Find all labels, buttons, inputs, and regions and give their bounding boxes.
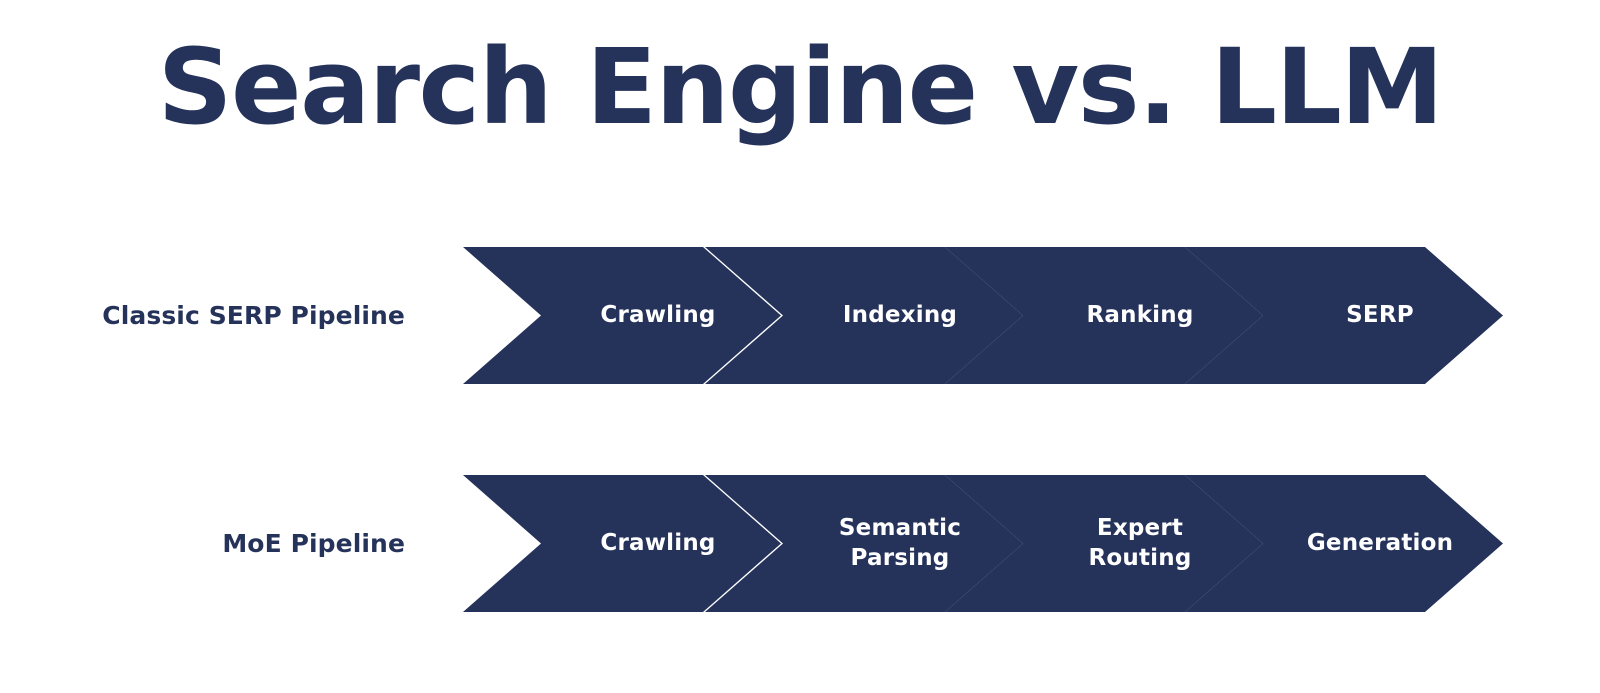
chevron-step-label: Crawling [600, 301, 716, 328]
chevron-step-label: Crawling [600, 529, 716, 556]
chevron-track-classic-serp: Crawling Indexing Ranking SERP [463, 247, 1523, 384]
chevron-step-indexing[interactable]: Indexing [705, 247, 1023, 384]
pipeline-row-moe: MoE Pipeline Crawling Semantic Parsing E… [0, 475, 1600, 612]
chevron-step-label: Semantic Parsing [838, 515, 962, 571]
chevron-step-label: Expert Routing [1088, 515, 1192, 571]
pipeline-row-label-classic-serp: Classic SERP Pipeline [102, 301, 405, 330]
chevron-step-expert-routing[interactable]: Expert Routing [945, 475, 1263, 612]
chevron-step-label: Generation [1306, 529, 1454, 556]
chevron-step-label: Ranking [1086, 301, 1194, 328]
chevron-step-label: SERP [1346, 301, 1414, 328]
chevron-step-label: Indexing [842, 301, 958, 328]
pipeline-row-classic-serp: Classic SERP Pipeline Crawling Indexing … [0, 247, 1600, 384]
chevron-track-moe: Crawling Semantic Parsing Expert Routing… [463, 475, 1523, 612]
pipeline-row-label-moe: MoE Pipeline [222, 529, 405, 558]
page-title: Search Engine vs. LLM [157, 26, 1444, 148]
